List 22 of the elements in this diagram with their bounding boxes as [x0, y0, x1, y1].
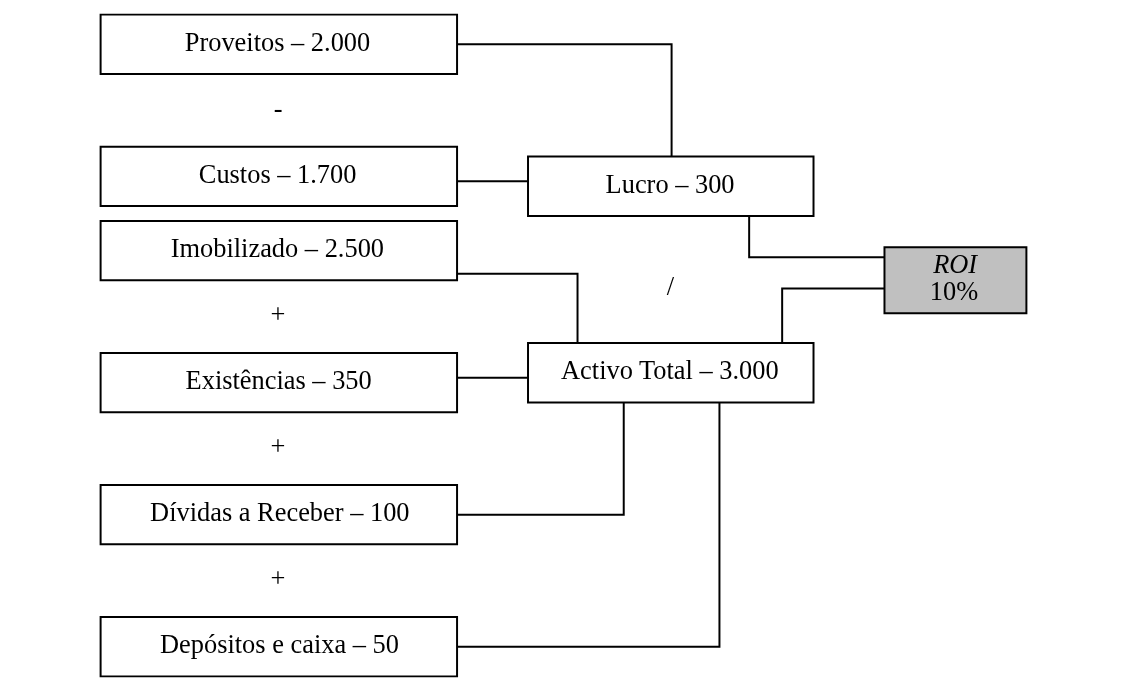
connector: [455, 43, 673, 158]
label: +: [270, 562, 285, 593]
node-box: Existências – 350: [99, 351, 458, 414]
connector: [455, 401, 720, 648]
label: +: [270, 298, 285, 329]
node-box: Lucro – 300: [526, 155, 814, 217]
connector: [456, 180, 528, 183]
node-box: Dívidas a Receber – 100: [99, 483, 458, 546]
connector: [455, 401, 625, 516]
label: +: [270, 430, 285, 461]
node-box: Imobilizado – 2.500: [99, 219, 458, 282]
node-box: Proveitos – 2.000: [99, 13, 458, 75]
node-box: ROI 10%: [883, 246, 1027, 315]
connector: [747, 215, 885, 259]
label: -: [273, 92, 283, 123]
label: /: [666, 270, 674, 301]
connector: [455, 272, 578, 344]
node-box: Custos – 1.700: [99, 145, 458, 208]
connector: [456, 376, 528, 379]
connector: [780, 287, 885, 344]
node-box: Activo Total – 3.000: [526, 342, 814, 404]
node-box: Depósitos e caixa – 50: [99, 616, 458, 678]
